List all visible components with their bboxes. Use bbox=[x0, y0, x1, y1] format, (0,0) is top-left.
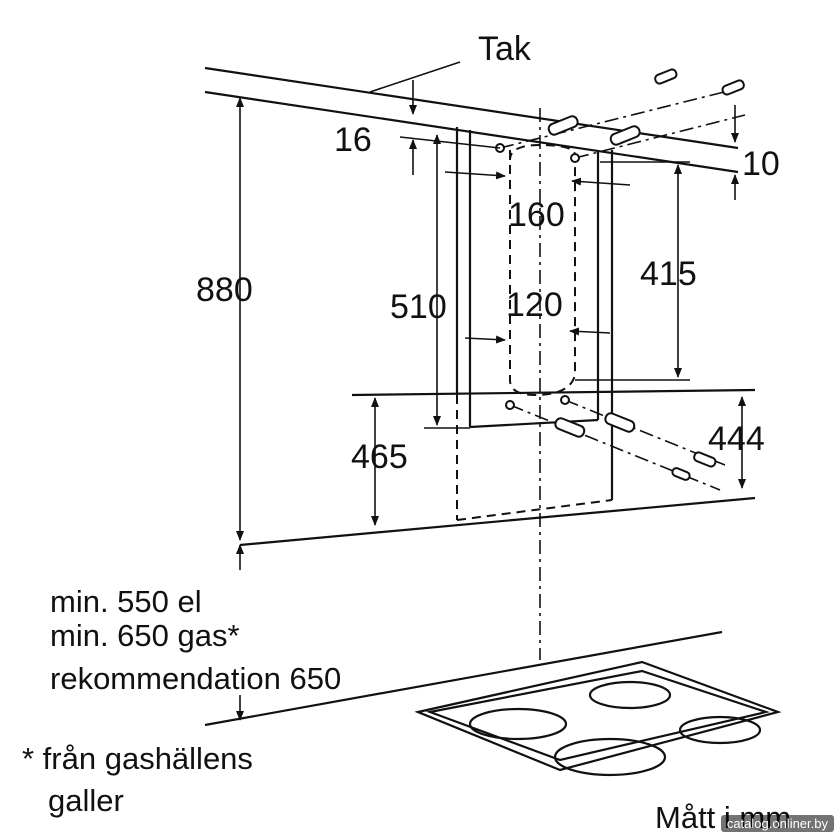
label-dim-465: 465 bbox=[351, 438, 408, 476]
chimney-bracket bbox=[455, 108, 614, 660]
label-dim-510: 510 bbox=[390, 288, 447, 326]
label-dim-160: 160 bbox=[508, 196, 565, 234]
note-min-electric: min. 550 el bbox=[50, 584, 202, 619]
cooktop bbox=[414, 660, 782, 777]
dimension-lines bbox=[236, 80, 746, 721]
label-dim-10: 10 bbox=[742, 145, 780, 183]
label-dim-415: 415 bbox=[640, 255, 697, 293]
watermark: catalog.onliner.by bbox=[720, 815, 834, 832]
note-min-gas: min. 650 gas* bbox=[50, 618, 240, 653]
footnote-gas-line2: galler bbox=[48, 783, 124, 818]
label-dim-880: 880 bbox=[196, 271, 253, 309]
footnote-gas-line1: * från gashällens bbox=[22, 741, 253, 776]
label-dim-16: 16 bbox=[334, 121, 372, 159]
wall-plugs bbox=[495, 68, 746, 491]
note-recommendation: rekommendation 650 bbox=[50, 661, 341, 696]
label-ceiling: Tak bbox=[478, 30, 532, 68]
ceiling bbox=[204, 61, 739, 174]
label-dim-444: 444 bbox=[708, 420, 765, 458]
hood-lines bbox=[204, 388, 756, 727]
label-dim-120: 120 bbox=[506, 286, 563, 324]
